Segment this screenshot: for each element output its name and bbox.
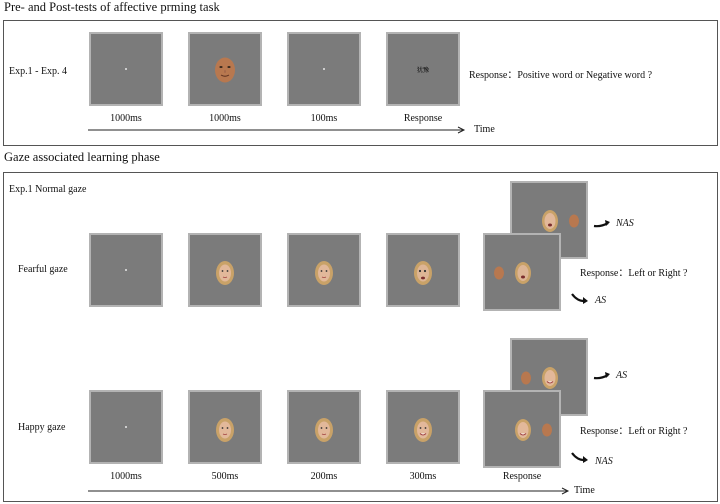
face-pair-icon: [542, 210, 579, 232]
fixation-dot: [323, 68, 325, 70]
top-fixation-screen: [89, 32, 163, 106]
as-arrow-icon: [593, 372, 610, 380]
bottom-duration-1: 1000ms: [110, 471, 142, 482]
fixation-dot: [125, 426, 127, 428]
top-duration-1: 1000ms: [110, 113, 142, 124]
bottom-time-label: Time: [574, 485, 595, 496]
top-duration-2: 1000ms: [209, 113, 241, 124]
fearful-face-icon: [414, 261, 432, 285]
happy-face-screen-2: [287, 390, 361, 464]
fearful-face-screen-1: [188, 233, 262, 307]
happy-fixation-screen: [89, 390, 163, 464]
happy-face-icon: [414, 418, 432, 442]
as-arrow-icon: [571, 293, 588, 304]
female-face-icon: [216, 418, 234, 442]
female-face-icon: [315, 261, 333, 285]
fearful-fixation-screen: [89, 233, 163, 307]
nas-arrow-icon: [571, 452, 588, 463]
top-time-arrow: [88, 126, 466, 134]
top-duration-4: Response: [403, 113, 443, 124]
fixation-dot: [125, 269, 127, 271]
face-pair-icon: [494, 262, 531, 284]
neutral-face-icon: [215, 57, 235, 83]
fearful-nas-label: NAS: [616, 218, 634, 229]
fixation-dot: [125, 68, 127, 70]
top-blank-screen: [287, 32, 361, 106]
fearful-as-label: AS: [595, 295, 607, 306]
happy-gaze-label: Happy gaze: [18, 422, 66, 433]
fearful-response-as-screen: [483, 233, 561, 311]
top-time-label: Time: [474, 124, 495, 135]
bottom-duration-2: 500ms: [211, 471, 239, 482]
top-duration-3: 100ms: [310, 113, 338, 124]
bottom-time-arrow: [88, 487, 570, 495]
happy-as-label: AS: [616, 370, 628, 381]
happy-nas-label: NAS: [595, 456, 613, 467]
bottom-section-title: Gaze associated learning phase: [4, 150, 160, 164]
top-exp-label: Exp.1 - Exp. 4: [9, 66, 68, 77]
bottom-duration-3: 200ms: [310, 471, 338, 482]
top-section-title: Pre- and Post-tests of affective prming …: [4, 0, 220, 14]
fearful-gaze-label: Fearful gaze: [18, 264, 68, 275]
happy-response-text: Response：Left or Right ?: [580, 426, 688, 437]
happy-response-nas-screen: [483, 390, 561, 468]
female-face-icon: [315, 418, 333, 442]
face-pair-icon: [515, 419, 552, 441]
top-prime-face-screen: [188, 32, 262, 106]
bottom-duration-5: Response: [502, 471, 542, 482]
nas-arrow-icon: [593, 220, 610, 228]
face-pair-icon: [521, 367, 558, 389]
fearful-face-screen-2: [287, 233, 361, 307]
bottom-exp-label: Exp.1 Normal gaze: [9, 184, 87, 195]
female-face-icon: [216, 261, 234, 285]
fearful-response-text: Response：Left or Right ?: [580, 268, 688, 279]
bottom-duration-4: 300ms: [409, 471, 437, 482]
top-target-word-screen: 犹豫: [386, 32, 460, 106]
target-word: 犹豫: [416, 67, 429, 74]
fearful-gaze-screen: [386, 233, 460, 307]
happy-face-screen-1: [188, 390, 262, 464]
top-response-text: Response：Positive word or Negative word …: [469, 70, 653, 81]
happy-gaze-screen: [386, 390, 460, 464]
